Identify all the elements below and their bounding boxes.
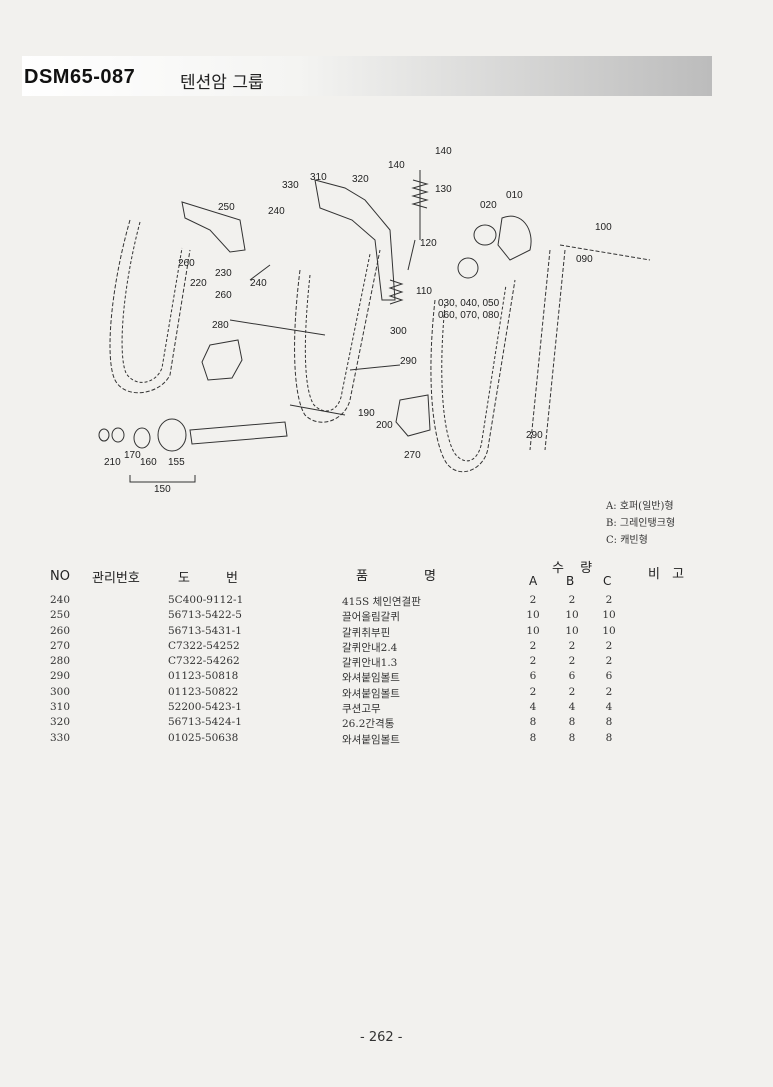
diagram-label: 290 (400, 356, 417, 367)
col-header-drawing-1: 도 (178, 571, 190, 586)
diagram-label: 300 (390, 326, 407, 337)
diagram-label: 010 (506, 190, 523, 201)
diagram-label: 190 (358, 408, 375, 419)
title-banner (22, 56, 712, 96)
legend-item: B: 그레인탱크형 (606, 518, 676, 529)
diagram-label: 210 (104, 457, 121, 468)
legend-item: A: 호퍼(일반)형 (606, 501, 674, 512)
diagram-label: 260 (178, 258, 195, 269)
page-title-name: 텐션암 그룹 (180, 73, 264, 93)
diagram-label: 150 (154, 484, 171, 495)
col-header-name-1: 품 (356, 569, 368, 584)
col-header-mgmt: 관리번호 (92, 571, 140, 586)
legend-item: C: 캐빈형 (606, 535, 648, 546)
col-header-drawing-2: 번 (226, 571, 238, 586)
col-header-a: A (529, 574, 538, 588)
diagram-label: 280 (212, 320, 229, 331)
col-header-c: C (603, 574, 612, 588)
diagram-label: 130 (435, 184, 452, 195)
diagram-label: 240 (250, 278, 267, 289)
col-header-no: NO (50, 569, 70, 584)
col-header-remark: 비 고 (648, 567, 689, 582)
diagram-label: 240 (268, 206, 285, 217)
col-header-b: B (566, 574, 575, 588)
diagram-label: 260 (215, 290, 232, 301)
diagram-label: 140 (388, 160, 405, 171)
diagram-label: 160 (140, 457, 157, 468)
diagram-label: 200 (376, 420, 393, 431)
diagram-label: 155 (168, 457, 185, 468)
diagram-label: 220 (190, 278, 207, 289)
col-header-qty: 수 량 (552, 561, 599, 576)
diagram-label: 030, 040, 050 (438, 298, 500, 309)
diagram-label: 140 (435, 146, 452, 157)
page-number: - 262 - (360, 1030, 403, 1045)
variant-legend: A: 호퍼(일반)형 B: 그레인탱크형 C: 캐빈형 (606, 498, 675, 549)
diagram-label: 250 (218, 202, 235, 213)
diagram-label: 270 (404, 450, 421, 461)
diagram-label: 020 (480, 200, 497, 211)
col-header-name-2: 명 (424, 569, 436, 584)
diagram-label: 330 (282, 180, 299, 191)
exploded-parts-diagram: 140 140 130 310 320 330 250 240 010 020 … (98, 146, 651, 495)
diagram-label: 290 (526, 430, 543, 441)
diagram-label: 100 (595, 222, 612, 233)
diagram-label: 230 (215, 268, 232, 279)
diagram-label: 310 (310, 172, 327, 183)
diagram-label: 060, 070, 080 (438, 310, 500, 321)
diagram-label: 320 (352, 174, 369, 185)
diagram-label: 170 (124, 450, 141, 461)
diagram-label: 110 (416, 286, 432, 297)
diagram-label: 120 (420, 238, 437, 249)
diagram-label: 090 (576, 254, 593, 265)
page-title-code: DSM65-087 (24, 66, 136, 88)
